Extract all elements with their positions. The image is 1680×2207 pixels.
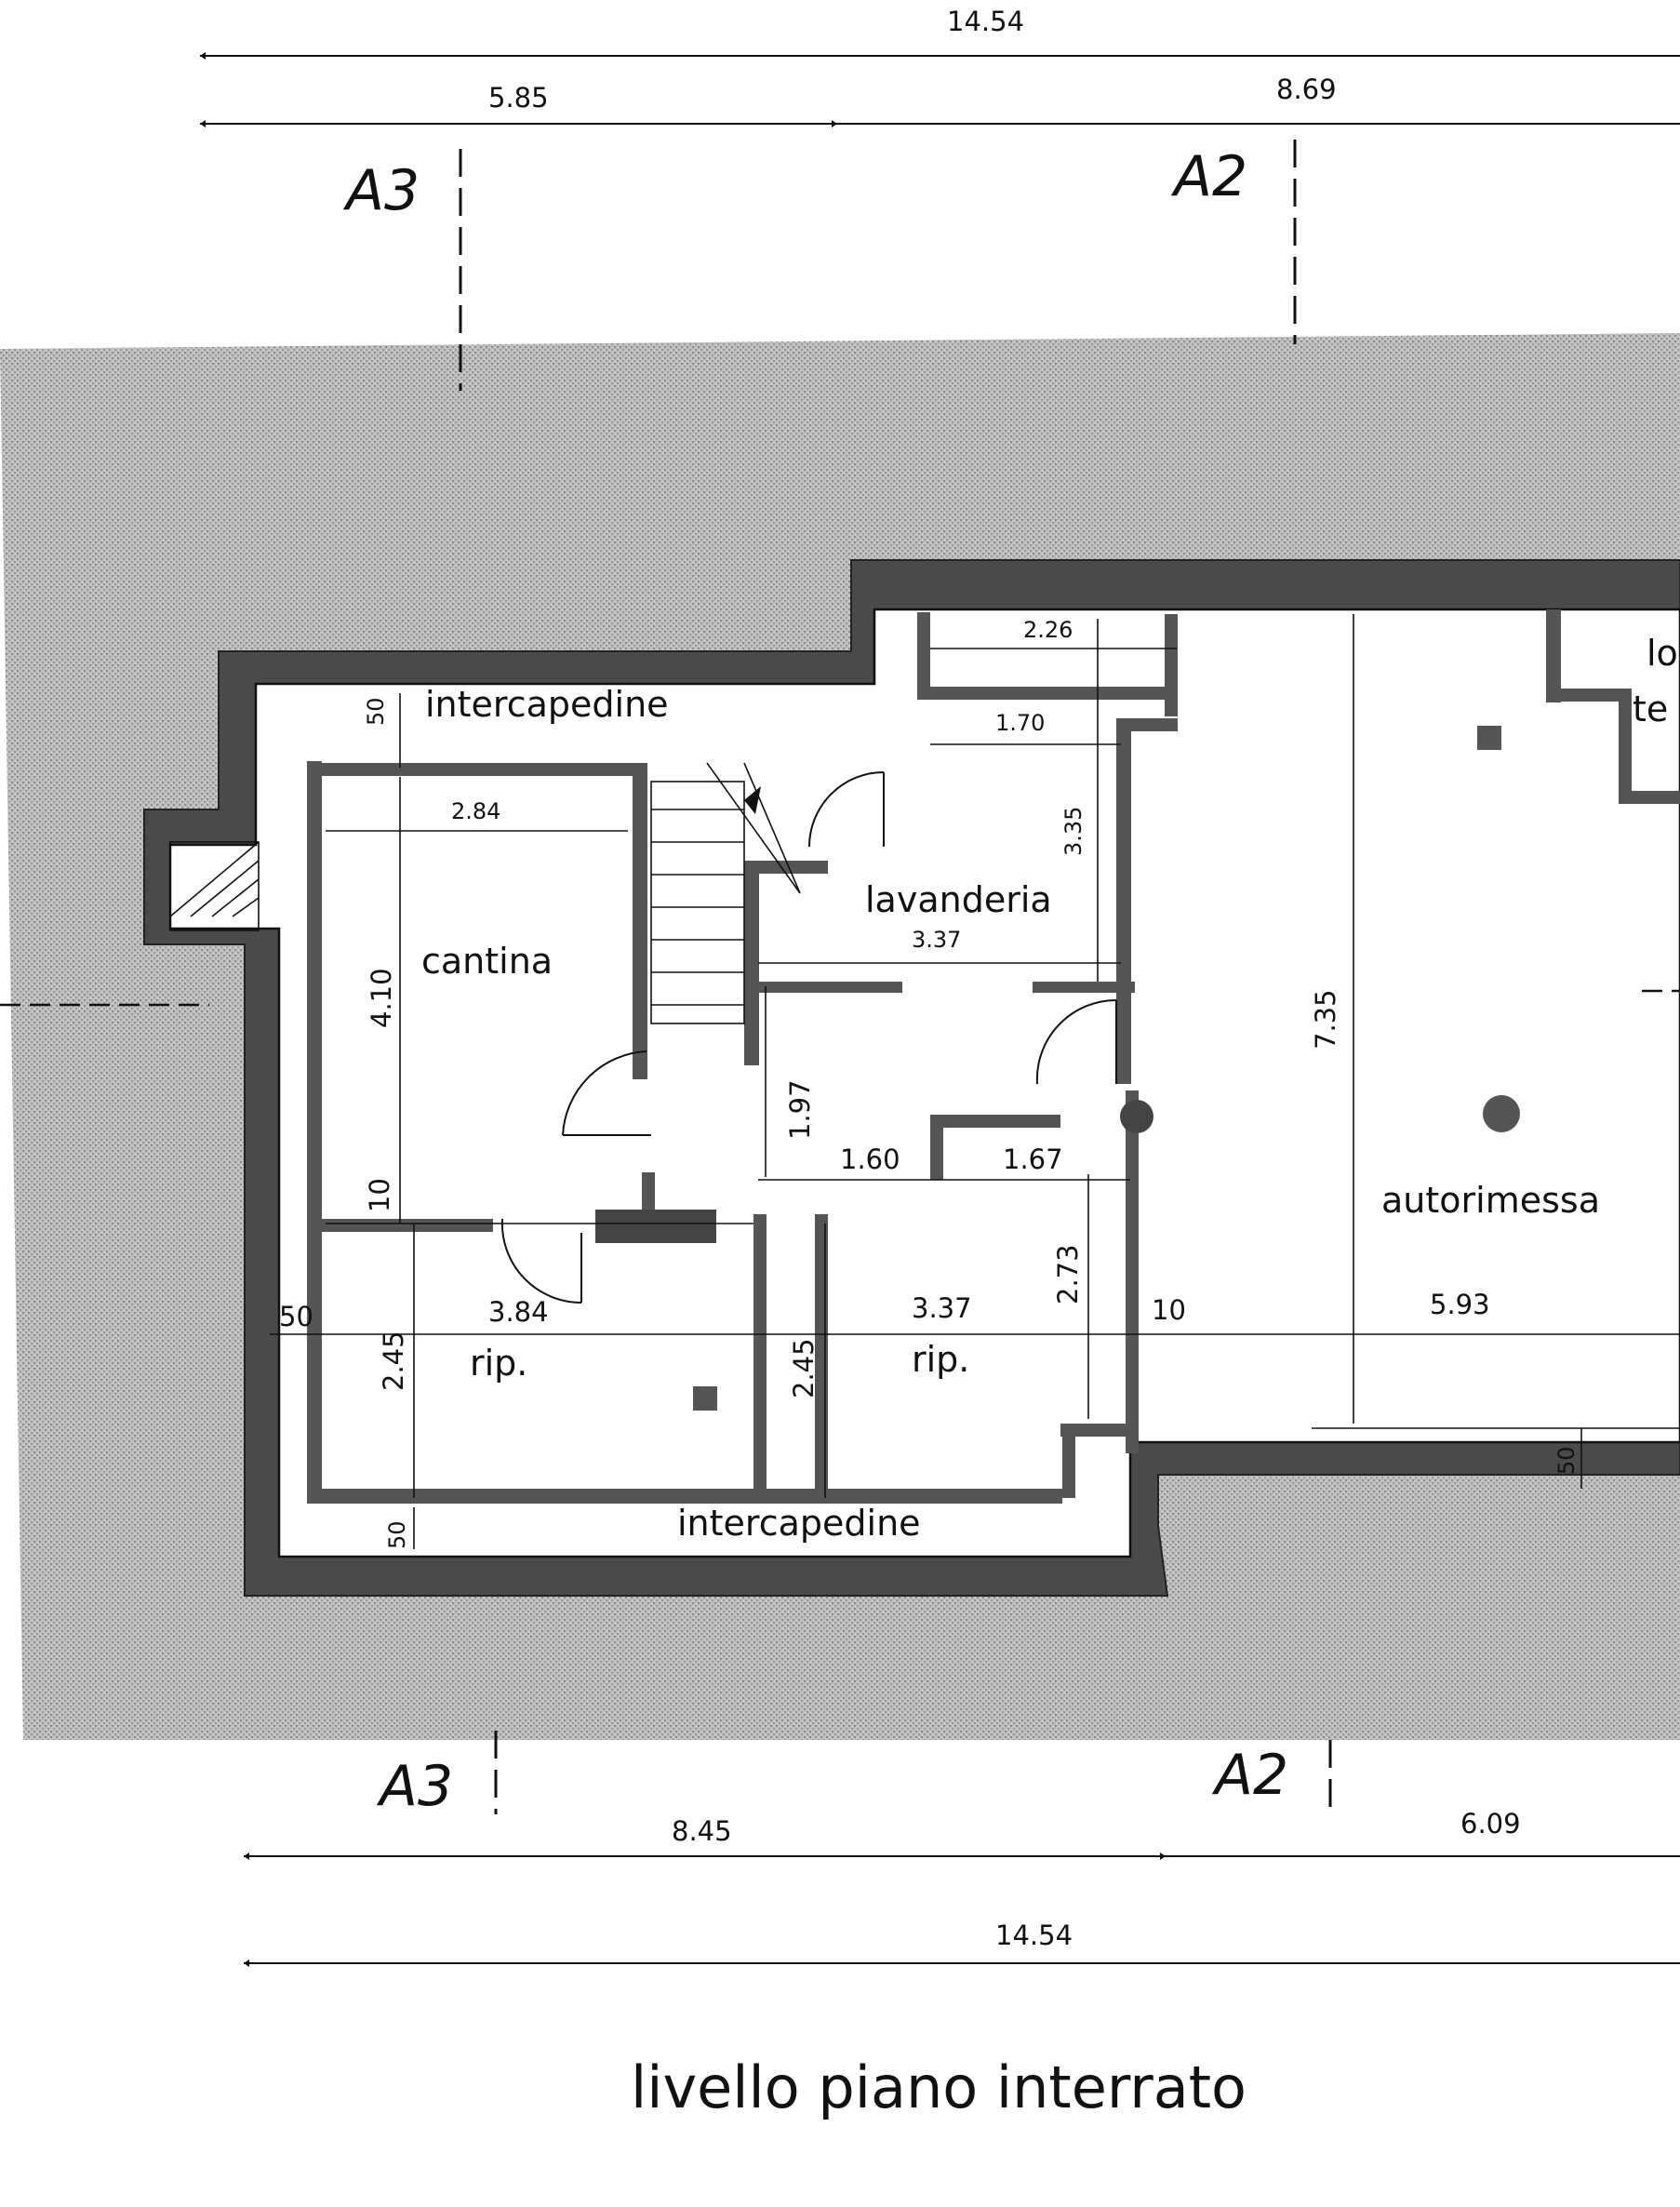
- dim-top-overall: 14.54: [947, 6, 1024, 37]
- dim-245-left: 2.45: [378, 1331, 409, 1391]
- dim-226: 2.26: [1023, 617, 1073, 643]
- dim-top-left: 5.85: [488, 82, 549, 114]
- dim-335: 3.35: [1060, 807, 1087, 856]
- room-cut-top: lo: [1647, 633, 1678, 674]
- dim-50-top: 50: [363, 697, 389, 726]
- dim-337-lavanderia: 3.37: [912, 927, 961, 953]
- doors: [500, 771, 1117, 1304]
- room-cantina: cantina: [421, 941, 553, 982]
- fixtures: [693, 726, 1520, 1411]
- interior-dimensions: 2.26 1.70 2.84 3.35 3.37 4.10 1.97 7.35 …: [279, 617, 1580, 1549]
- dim-10-left: 10: [364, 1178, 395, 1212]
- dim-197: 1.97: [784, 1079, 816, 1140]
- top-dimension-chain: 14.54 5.85 8.69: [200, 6, 1680, 127]
- interior-partitions: [307, 609, 1680, 1504]
- dim-50-left: 50: [279, 1301, 313, 1332]
- dim-384: 3.84: [488, 1296, 549, 1328]
- dim-735: 7.35: [1310, 989, 1341, 1050]
- dim-284: 2.84: [451, 798, 500, 824]
- inner-dimension-lines: [270, 614, 1680, 1549]
- external-stair: [169, 841, 260, 931]
- room-intercapedine-top: intercapedine: [425, 684, 669, 725]
- dim-bottom-overall: 14.54: [995, 1919, 1073, 1951]
- dim-160: 1.60: [840, 1144, 900, 1175]
- room-cut-bottom: te: [1633, 689, 1668, 729]
- dim-337-rip: 3.37: [912, 1292, 972, 1324]
- bottom-dimension-chain: 8.45 6.09 14.54: [244, 1808, 1680, 1967]
- dim-10-right: 10: [1152, 1294, 1186, 1326]
- room-rip-right: rip.: [912, 1339, 969, 1380]
- section-a2-top: A2: [1170, 144, 1247, 209]
- dim-593: 5.93: [1430, 1289, 1490, 1320]
- stair: [650, 762, 801, 1024]
- dim-top-right: 8.69: [1276, 74, 1337, 105]
- dim-50-right: 50: [1553, 1446, 1580, 1475]
- dim-bottom-right: 6.09: [1460, 1808, 1521, 1839]
- section-a3-top: A3: [342, 158, 420, 223]
- room-autorimessa: autorimessa: [1381, 1180, 1600, 1221]
- section-a2-bottom: A2: [1211, 1743, 1288, 1808]
- building-walls: [143, 559, 1680, 1597]
- dim-170: 1.70: [995, 710, 1045, 736]
- dim-410: 4.10: [366, 968, 397, 1028]
- dim-245-right: 2.45: [788, 1338, 820, 1398]
- plan-caption: livello piano interrato: [631, 2053, 1247, 2121]
- dim-bottom-left: 8.45: [672, 1815, 732, 1847]
- section-markers: A3 A2 A3 A2: [0, 140, 1680, 1819]
- section-a3-bottom: A3: [376, 1754, 453, 1819]
- dim-50-bottom: 50: [384, 1520, 410, 1549]
- room-rip-left: rip.: [470, 1343, 527, 1384]
- dim-167: 1.67: [1003, 1144, 1063, 1175]
- room-labels: intercapedine intercapedine cantina lava…: [421, 633, 1678, 1544]
- room-intercapedine-bottom: intercapedine: [677, 1503, 921, 1544]
- room-lavanderia: lavanderia: [865, 879, 1052, 920]
- dim-273: 2.73: [1052, 1244, 1084, 1304]
